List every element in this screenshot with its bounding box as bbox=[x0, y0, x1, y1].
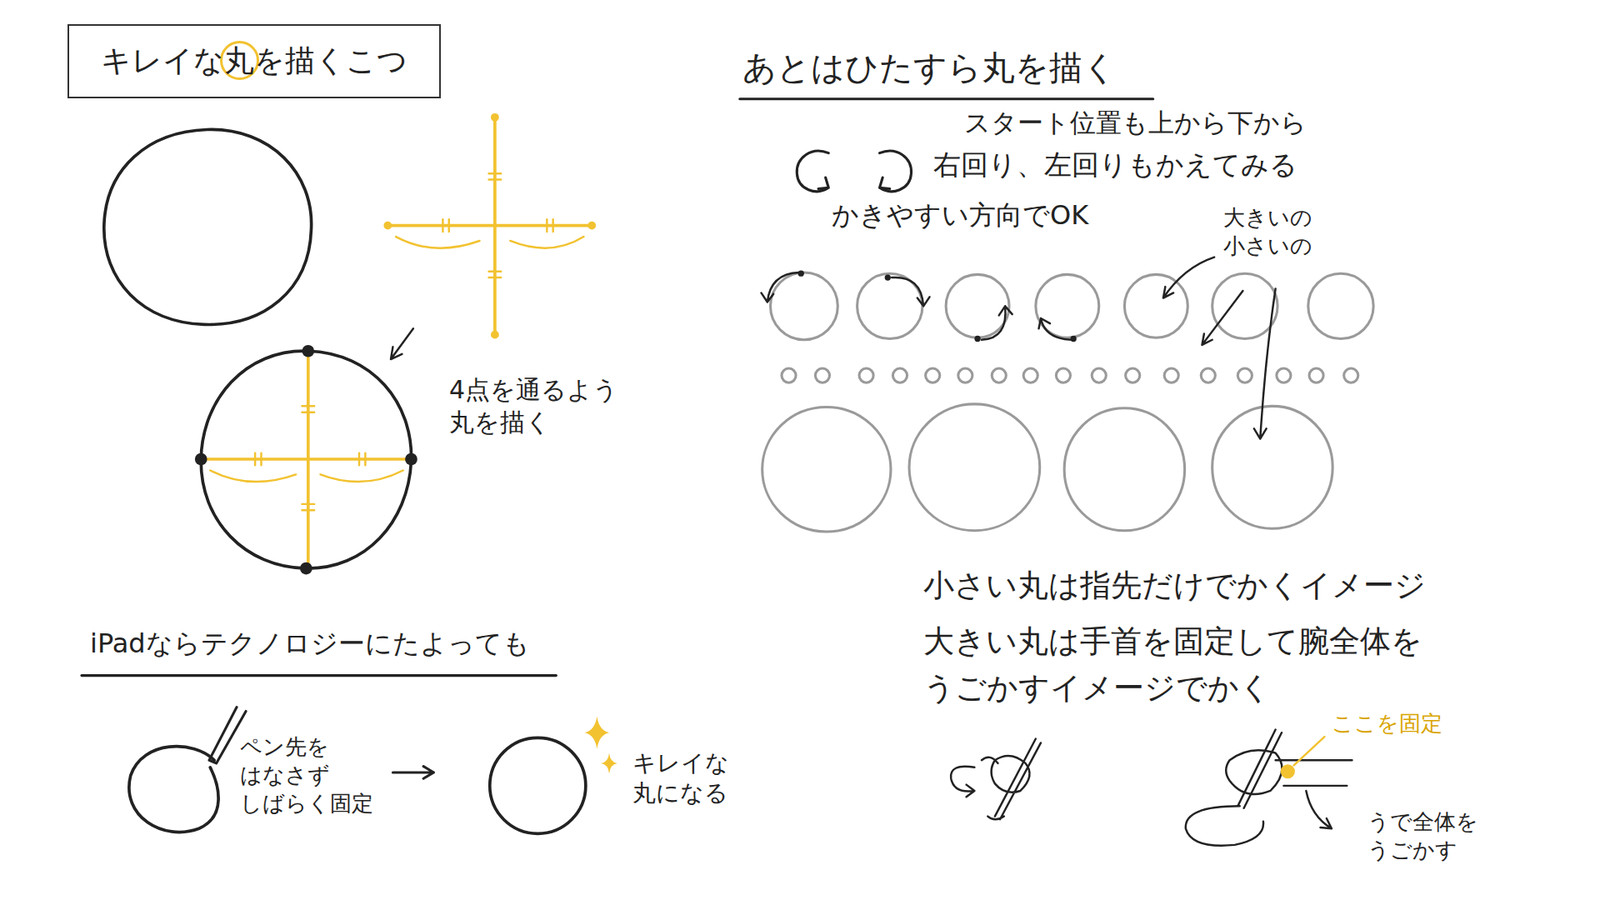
hand-sketch bbox=[1185, 730, 1353, 846]
note: 大きい丸は手首を固定して腕全体を うごかすイメージでかく bbox=[923, 618, 1423, 711]
note: 4点を通るよう 丸を描く bbox=[449, 373, 619, 439]
note: かきやすい方向でOK bbox=[831, 198, 1089, 232]
guide-dot bbox=[490, 330, 500, 340]
arrow bbox=[390, 328, 414, 360]
guide-ticks bbox=[210, 405, 403, 510]
direction-arrow bbox=[1039, 318, 1072, 340]
note: スタート位置も上から下から bbox=[964, 106, 1307, 140]
practice-circle bbox=[770, 272, 838, 340]
guide-dot bbox=[490, 113, 500, 122]
start-dot bbox=[798, 270, 805, 276]
rotation-icon bbox=[796, 150, 829, 191]
pen-circle bbox=[129, 746, 219, 833]
hand-circle bbox=[200, 350, 411, 569]
title: キレイな丸を描くこつ bbox=[100, 40, 408, 82]
guide-ticks bbox=[395, 173, 584, 278]
big-circle bbox=[1212, 405, 1333, 529]
arrow bbox=[392, 766, 434, 780]
point-dot bbox=[301, 345, 315, 358]
direction-arrows bbox=[760, 272, 1071, 340]
big-circle bbox=[1064, 408, 1185, 531]
iPad-underline bbox=[81, 674, 556, 677]
hand-sketch bbox=[950, 766, 975, 798]
hand-sketch bbox=[981, 739, 1041, 820]
start-dot bbox=[974, 335, 980, 342]
sparkle bbox=[600, 753, 618, 774]
note: キレイな 丸になる bbox=[632, 748, 730, 810]
practice-circle bbox=[945, 274, 1010, 338]
fixed-leader bbox=[1294, 736, 1325, 765]
guide-cross bbox=[200, 350, 411, 569]
leader-arrow bbox=[1254, 289, 1276, 440]
practice-circle bbox=[1212, 273, 1278, 339]
direction-arrow bbox=[981, 305, 1013, 340]
heading-underline bbox=[740, 97, 1154, 100]
guide-cross bbox=[387, 117, 592, 335]
big-circle bbox=[762, 407, 891, 532]
leader-arrow bbox=[1163, 257, 1215, 299]
point-dot bbox=[300, 562, 313, 575]
small-circles bbox=[781, 368, 1359, 383]
point-dot bbox=[405, 453, 418, 466]
section-heading: iPadならテクノロジーにたよっても bbox=[90, 626, 530, 660]
hand-circle bbox=[104, 129, 312, 325]
callout: うで全体を うごかす bbox=[1367, 808, 1479, 865]
big-circle bbox=[909, 404, 1040, 531]
title-box: キレイな丸を描くこつ bbox=[67, 24, 441, 99]
guide-dot bbox=[383, 221, 392, 230]
direction-arrow bbox=[891, 277, 930, 306]
sparkle bbox=[585, 716, 610, 750]
practice-circles bbox=[762, 272, 1374, 532]
note: 大きいの 小さいの bbox=[1223, 204, 1313, 261]
leader-arrow bbox=[1201, 290, 1243, 345]
direction-arrow bbox=[760, 272, 799, 303]
note: ペン先を はなさず しばらく固定 bbox=[240, 733, 374, 818]
callout: ここを固定 bbox=[1331, 710, 1443, 738]
point-dot bbox=[195, 453, 208, 466]
note: 右回り、左回りもかえてみる bbox=[933, 147, 1298, 182]
fixed-point bbox=[1280, 764, 1295, 779]
start-dot bbox=[1070, 335, 1076, 342]
note: 小さい丸は指先だけでかくイメージ bbox=[923, 566, 1426, 605]
clean-circle bbox=[490, 737, 586, 834]
practice-circle bbox=[1308, 273, 1374, 339]
rotation-icon bbox=[880, 150, 912, 191]
guide-dot bbox=[587, 221, 596, 230]
section-heading: あとはひたすら丸を描く bbox=[742, 46, 1117, 89]
practice-circle bbox=[1124, 274, 1188, 338]
start-dot bbox=[885, 274, 891, 280]
arm-arrow bbox=[1305, 790, 1332, 829]
